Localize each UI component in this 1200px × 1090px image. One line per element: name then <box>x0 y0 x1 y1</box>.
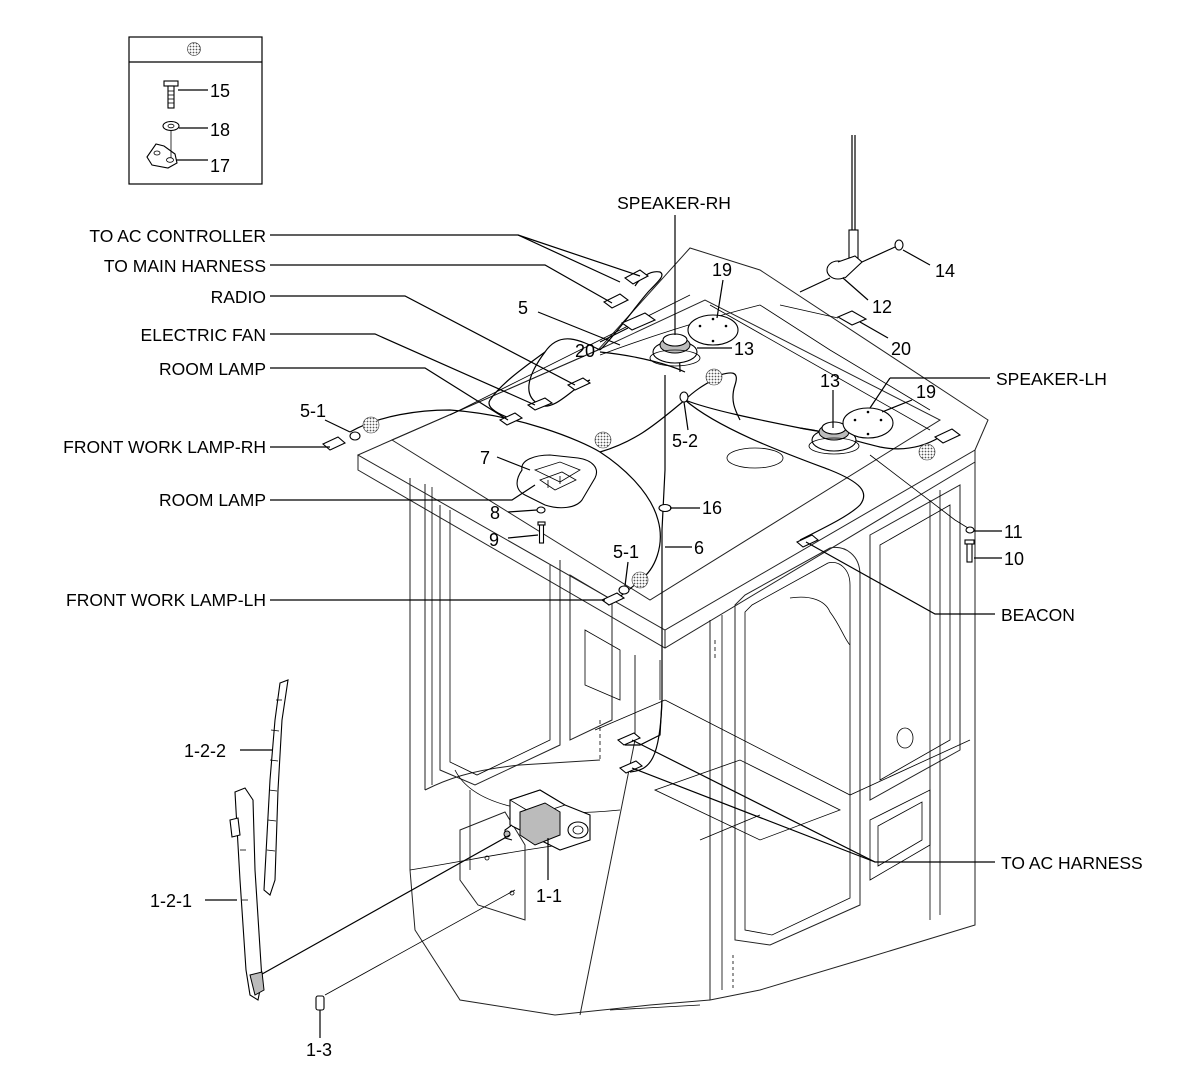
label-beacon: BEACON <box>1001 605 1075 625</box>
bracket-plate-icon <box>836 310 868 326</box>
callout-9: 9 <box>489 530 499 550</box>
callout-6: 6 <box>694 538 704 558</box>
wiper-arm-icon <box>229 787 265 1001</box>
grommet-icon <box>679 391 689 403</box>
label-room-lamp-lower: ROOM LAMP <box>159 490 266 510</box>
callout-5-1-top: 5-1 <box>300 401 326 421</box>
label-front-work-lamp-rh: FRONT WORK LAMP-RH <box>63 437 266 457</box>
text-labels: SPEAKER-RH TO AC CONTROLLER TO MAIN HARN… <box>63 193 1143 873</box>
screw-icon <box>861 239 904 263</box>
wiper-assembly <box>229 679 591 1030</box>
bolt-icon <box>163 80 179 109</box>
cab-structure <box>356 247 989 1016</box>
speaker-cover-icon <box>687 314 739 346</box>
callout-5: 5 <box>518 298 528 318</box>
label-to-ac-harness: TO AC HARNESS <box>1001 853 1143 873</box>
callout-numbers: 19 14 12 5 20 20 13 13 19 5-1 5-2 7 16 8… <box>150 260 1024 1060</box>
washer-nozzle-icon <box>315 995 325 1030</box>
callout-8: 8 <box>490 503 500 523</box>
label-room-lamp-upper: ROOM LAMP <box>159 359 266 379</box>
ground-point-icon <box>362 416 380 434</box>
ground-point-icon <box>594 431 612 449</box>
label-to-main-harness: TO MAIN HARNESS <box>104 256 266 276</box>
callout-11: 11 <box>1004 522 1023 542</box>
hardware-legend-box: 15 18 17 <box>128 36 263 185</box>
callout-20-left: 20 <box>575 341 595 361</box>
connector-icon <box>321 269 962 774</box>
leader-lines <box>205 215 1002 1038</box>
washer-icon <box>965 526 975 534</box>
callout-1-1: 1-1 <box>536 886 562 906</box>
speaker-lh-icon <box>808 421 860 455</box>
bracket-plate-icon <box>620 312 657 331</box>
callout-10: 10 <box>1004 549 1024 569</box>
label-to-ac-controller: TO AC CONTROLLER <box>89 226 266 246</box>
emblem-icon <box>896 727 914 749</box>
callout-15: 15 <box>210 81 230 101</box>
callout-5-1-bottom: 5-1 <box>613 542 639 562</box>
callout-1-3: 1-3 <box>306 1040 332 1060</box>
speaker-cover-icon <box>842 407 894 439</box>
callout-14: 14 <box>935 261 955 281</box>
cable-clamp-icon <box>658 503 672 513</box>
grounding-point-symbol-icon <box>187 42 201 56</box>
callout-17: 17 <box>210 156 230 176</box>
callout-7: 7 <box>480 448 490 468</box>
washer-icon <box>162 120 180 132</box>
callout-19-rh: 19 <box>712 260 732 280</box>
callout-1-2-2: 1-2-2 <box>184 741 226 761</box>
callout-18: 18 <box>210 120 230 140</box>
wiper-motor-icon <box>503 789 591 851</box>
ground-clip-icon <box>146 143 178 169</box>
speaker-rh-icon <box>649 333 701 367</box>
ground-point-icon <box>705 368 723 386</box>
grommet-icon <box>618 585 630 595</box>
callout-19-lh: 19 <box>916 382 936 402</box>
label-radio: RADIO <box>211 287 266 307</box>
label-speaker-lh: SPEAKER-LH <box>996 369 1107 389</box>
callout-16: 16 <box>702 498 722 518</box>
ground-point-icon <box>918 443 936 461</box>
ground-point-icon <box>631 571 649 589</box>
grommet-icon <box>349 431 361 441</box>
callout-13-lh: 13 <box>820 371 840 391</box>
room-lamp-icon <box>516 454 597 509</box>
label-speaker-rh: SPEAKER-RH <box>617 193 731 213</box>
callout-13-rh: 13 <box>734 339 754 359</box>
callout-5-2: 5-2 <box>672 431 698 451</box>
callout-20-right: 20 <box>891 339 911 359</box>
label-front-work-lamp-lh: FRONT WORK LAMP-LH <box>66 590 266 610</box>
washer-icon <box>536 506 546 514</box>
antenna-icon <box>799 135 863 293</box>
bolt-icon <box>964 539 975 563</box>
roof-parts <box>321 135 975 774</box>
screw-icon <box>537 521 546 544</box>
wiper-blade-icon <box>263 679 289 896</box>
label-electric-fan: ELECTRIC FAN <box>141 325 266 345</box>
callout-1-2-1: 1-2-1 <box>150 891 192 911</box>
callout-12: 12 <box>872 297 892 317</box>
